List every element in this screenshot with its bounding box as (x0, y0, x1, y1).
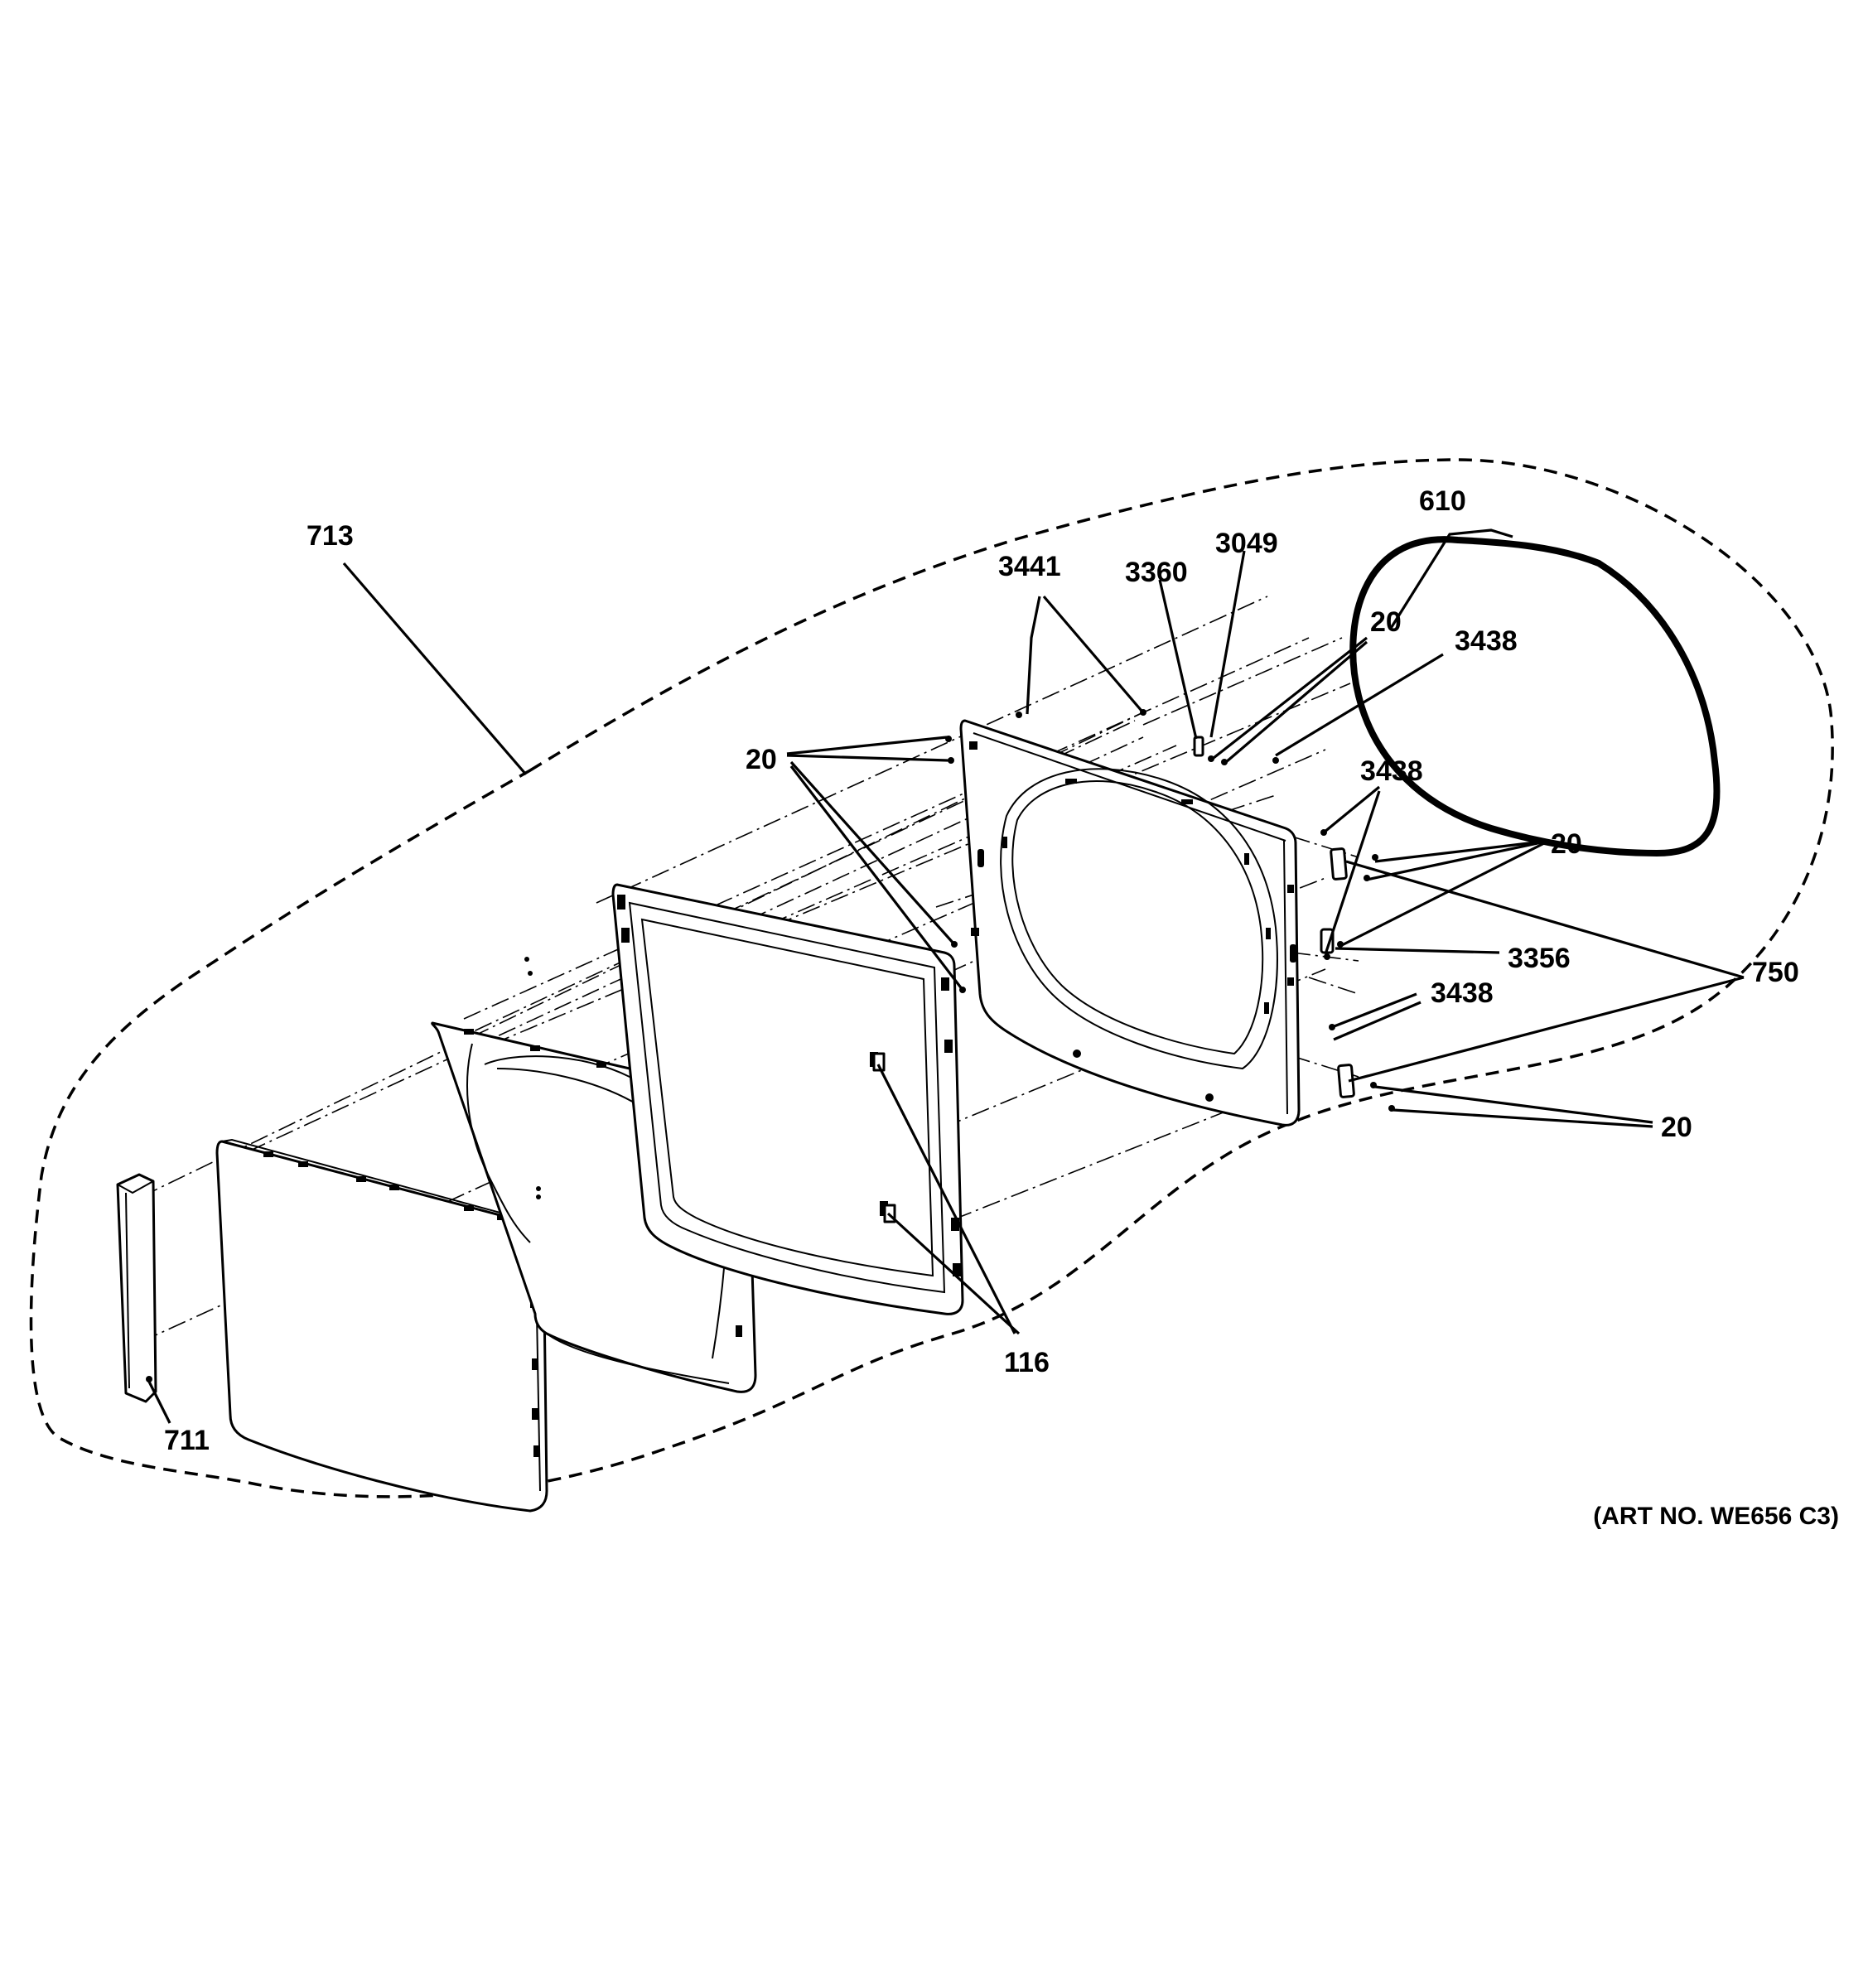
callout-3360: 3360 (1125, 557, 1188, 588)
callout-labels: 713 3441 3360 3049 610 20 3438 20 3438 2… (164, 485, 1799, 1456)
door-handle-part (116, 1173, 157, 1403)
callout-3049: 3049 (1215, 528, 1278, 559)
callout-20-low: 20 (1661, 1112, 1692, 1143)
callout-116: 116 (1004, 1347, 1050, 1378)
door-seal (1349, 536, 1721, 857)
callout-610: 610 (1419, 485, 1466, 517)
callout-20-top: 20 (1370, 606, 1402, 638)
callout-3441: 3441 (998, 551, 1061, 582)
callout-3438-mid: 3438 (1360, 755, 1423, 787)
callout-20-left: 20 (746, 744, 777, 775)
callout-3356: 3356 (1508, 943, 1571, 974)
callout-750: 750 (1752, 957, 1799, 988)
assembly-boundary (29, 458, 1834, 1498)
leader-lines (147, 528, 1745, 1424)
door-inner-panel (959, 719, 1301, 1127)
callout-3438-low: 3438 (1431, 977, 1494, 1009)
callout-3438-top: 3438 (1455, 625, 1518, 657)
callout-713: 713 (307, 520, 354, 552)
callout-711: 711 (164, 1425, 210, 1456)
hinge-parts (872, 736, 1355, 1223)
callout-20-right: 20 (1551, 828, 1582, 860)
art-number: (ART NO. WE656 C3) (1593, 1503, 1839, 1530)
